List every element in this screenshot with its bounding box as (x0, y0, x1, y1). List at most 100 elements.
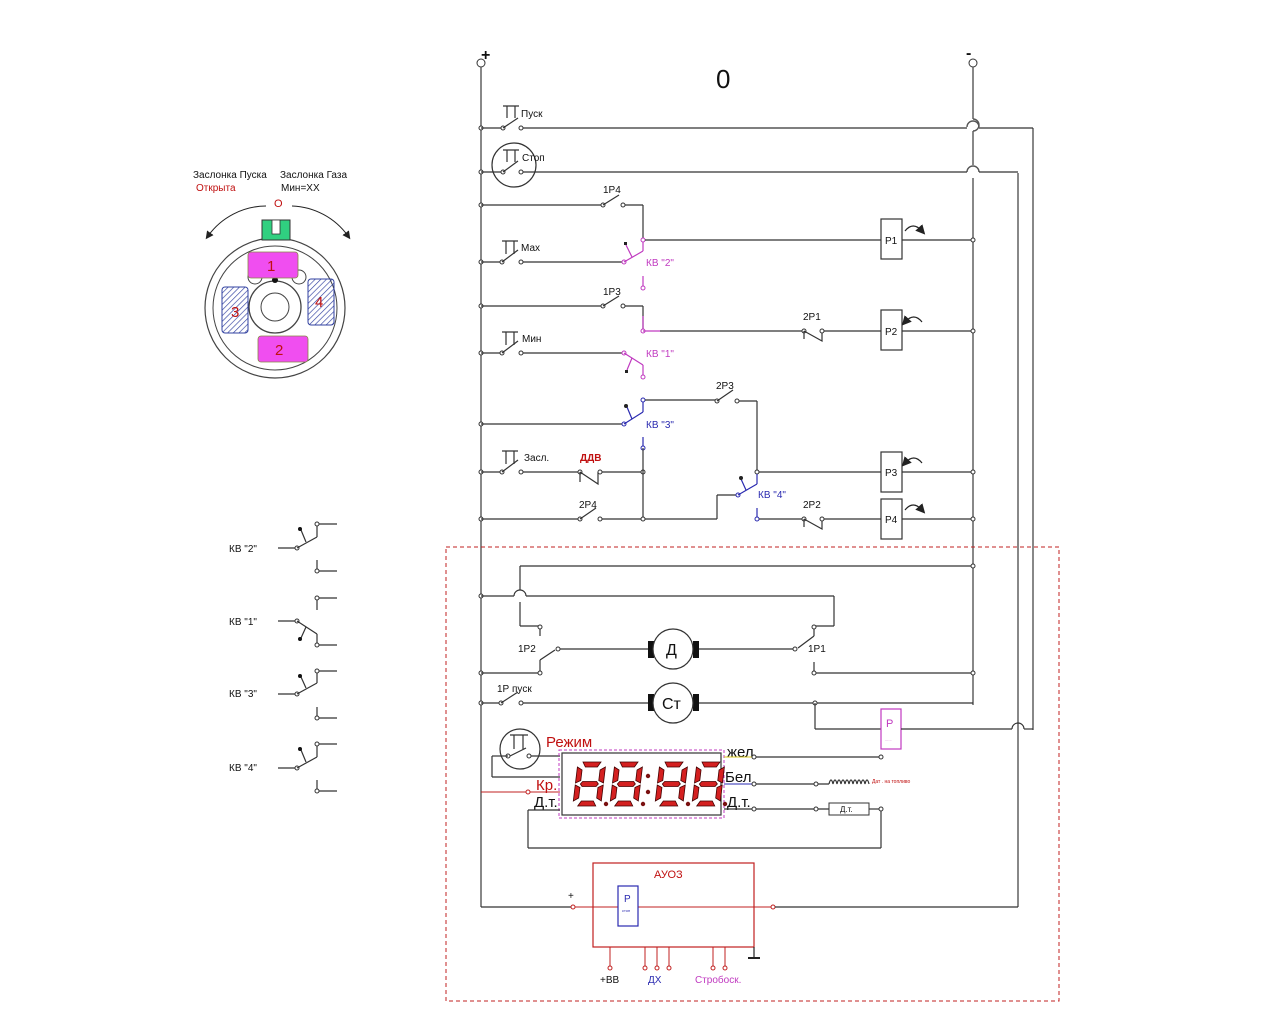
dt-left-label: Д.т. (534, 794, 558, 811)
pin-strob-label: Стробоск. (695, 974, 741, 986)
decimal-point (640, 801, 646, 807)
max-label: Мах (521, 243, 540, 254)
segment-b (635, 766, 643, 784)
damper-state-left: Открыта (196, 183, 236, 194)
contact-2p1: 2Р1 (801, 312, 881, 343)
segment-g (616, 781, 636, 787)
decimal-point (722, 801, 728, 807)
positive-rail: + (476, 47, 490, 907)
segment-d (576, 800, 597, 807)
starter-motor: Ст (648, 682, 973, 730)
pin-vv-label: +ВВ (600, 975, 620, 986)
limit-switch-kv2: КВ "2" (621, 237, 674, 291)
contact-2p4-label: 2Р4 (579, 500, 597, 511)
segment-d (695, 800, 716, 807)
switch-2 (257, 335, 309, 363)
relay-p-small: Р ...... (880, 708, 1033, 750)
digit-0 (572, 761, 609, 807)
stop-label: Стоп (522, 153, 545, 164)
segment-f (574, 766, 583, 784)
segment-e (609, 784, 618, 802)
segment-c (596, 784, 604, 802)
contact-1p3: 1Р3 (478, 287, 644, 330)
limit-switch-kv3: КВ "3" (478, 397, 674, 451)
rezhim-button[interactable]: Режим (491, 728, 592, 778)
relay-p1-label: Р1 (885, 236, 898, 247)
segment-d (658, 800, 679, 807)
relay-p1: Р1 (880, 218, 976, 260)
contact-1p-pusk-label: 1Р пуск (497, 684, 532, 695)
stop-button[interactable]: Стоп (478, 142, 1018, 188)
contact-1p1-label: 1Р1 (808, 644, 826, 655)
damper-state-right: Мин=ХХ (281, 183, 320, 194)
segment-b (680, 766, 688, 784)
segment-a (664, 761, 684, 768)
relay-p4: Р4 (880, 498, 976, 540)
relay-p-small-label: Р (886, 718, 893, 730)
segment-a (619, 761, 639, 768)
segment-d (613, 800, 634, 807)
center-label: 0 (716, 64, 730, 94)
segment-c (633, 784, 641, 802)
damper-title-left: Заслонка Пуска (193, 170, 267, 181)
legend-kv1: КВ "1" (229, 595, 337, 648)
damper-pos-marker: О (274, 198, 283, 210)
switch-4-label: 4 (315, 294, 323, 311)
decimal-point (603, 801, 609, 807)
colon-dot (645, 773, 651, 779)
limit-switch-kv4: КВ "4" (735, 474, 786, 522)
digit-2 (654, 761, 691, 807)
rotate-left-arrow-icon (205, 205, 267, 240)
motor-d-label: Д (666, 642, 677, 659)
limit-switch-kv1: КВ "1" (621, 316, 674, 380)
legend-kv3: КВ "3" (229, 668, 337, 721)
fuel-sensor-coil (828, 779, 870, 785)
legend-kv4: КВ "4" (229, 741, 337, 794)
segment-g (698, 781, 718, 787)
contact-1p2-label: 1Р2 (518, 644, 536, 655)
digit-1 (609, 761, 646, 807)
contact-2p3-label: 2Р3 (716, 381, 734, 392)
legend-kv3-label: КВ "3" (229, 689, 257, 700)
damper-illustration: Заслонка Пуска Заслонка Газа Открыта Мин… (193, 170, 351, 379)
dt-sensor-label: Д.т. (840, 805, 853, 814)
damper-title-right: Заслонка Газа (280, 170, 347, 181)
contact-1p3-label: 1Р3 (603, 287, 621, 298)
rezhim-label: Режим (546, 734, 592, 751)
pin-dh-label: ДХ (648, 975, 662, 986)
segment-e (654, 784, 663, 802)
zasl-button[interactable]: Засл. (478, 450, 580, 475)
plus-label: + (481, 47, 490, 64)
switch-1 (247, 251, 299, 279)
relay-p-stop-label: Р (624, 894, 631, 905)
segment-e (572, 784, 581, 802)
minus-label: - (966, 45, 971, 62)
relay-p3: Р3 (880, 451, 976, 493)
legend-kv2-label: КВ "2" (229, 544, 257, 555)
legend-kv1-label: КВ "1" (229, 617, 257, 628)
seven-segment-display: Кр. Д.т. жел Бел Дат . на топливо Д.т. Д… (481, 744, 910, 849)
zasl-label: Засл. (524, 453, 549, 464)
pusk-button[interactable]: Пуск (478, 105, 1033, 131)
contact-1p-pusk: 1Р пуск (478, 684, 648, 706)
kr-label: Кр. (536, 777, 557, 794)
rotate-right-arrow-icon (291, 205, 351, 240)
motor-d: Д (648, 628, 699, 670)
switch-3-label: 3 (231, 304, 239, 321)
switch-1-label: 1 (267, 258, 275, 275)
switch-4 (307, 278, 335, 326)
contact-2p1-label: 2Р1 (803, 312, 821, 323)
kv4-label: КВ "4" (758, 490, 786, 501)
relay-p-stop-sub: стоп (622, 908, 630, 913)
pusk-label: Пуск (521, 109, 543, 120)
contact-1p4-label: 1Р4 (603, 185, 621, 196)
min-button[interactable]: Мин (478, 331, 623, 356)
auoz-plus-label: + (568, 891, 574, 902)
switch-2-label: 2 (275, 342, 283, 359)
legend-kv2: КВ "2" (229, 521, 337, 574)
switch-3 (221, 286, 249, 334)
segment-e (691, 784, 700, 802)
decimal-point (685, 801, 691, 807)
max-button[interactable]: Мах (478, 240, 623, 265)
